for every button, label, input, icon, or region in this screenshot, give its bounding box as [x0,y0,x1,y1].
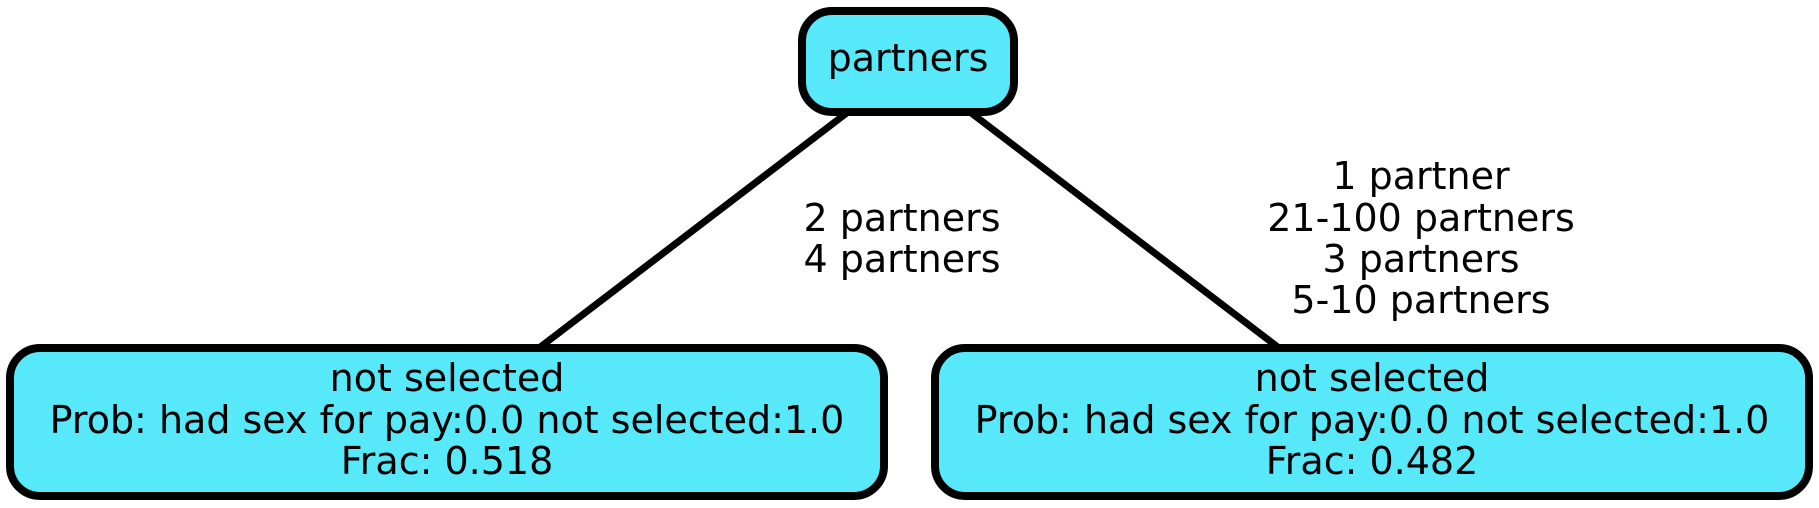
edge-label-left: 2 partners 4 partners [803,196,1000,281]
edge-label-left-line-1: 4 partners [803,237,1000,281]
edge-label-right-line-1: 21-100 partners [1267,196,1575,240]
leaf-node-right: not selected Prob: had sex for pay:0.0 n… [931,344,1813,500]
edge-left [536,109,851,351]
leaf-right-line-2: Frac: 0.482 [1266,439,1479,483]
leaf-left-line-1: Prob: had sex for pay:0.0 not selected:1… [50,398,845,442]
root-node-label: partners [828,36,989,80]
edge-label-right-line-0: 1 partner [1332,154,1510,198]
leaf-left-line-0: not selected [330,356,565,400]
edge-label-right-line-3: 5-10 partners [1291,278,1550,322]
leaf-left-line-2: Frac: 0.518 [341,439,554,483]
edge-right [967,109,1282,351]
edge-label-right: 1 partner 21-100 partners 3 partners 5-1… [1267,154,1575,322]
leaf-right-line-0: not selected [1255,356,1490,400]
leaf-node-left: not selected Prob: had sex for pay:0.0 n… [6,344,888,500]
edge-label-right-line-2: 3 partners [1322,237,1519,281]
root-node: partners [798,7,1018,116]
leaf-right-line-1: Prob: had sex for pay:0.0 not selected:1… [975,398,1770,442]
edge-label-left-line-0: 2 partners [803,196,1000,240]
